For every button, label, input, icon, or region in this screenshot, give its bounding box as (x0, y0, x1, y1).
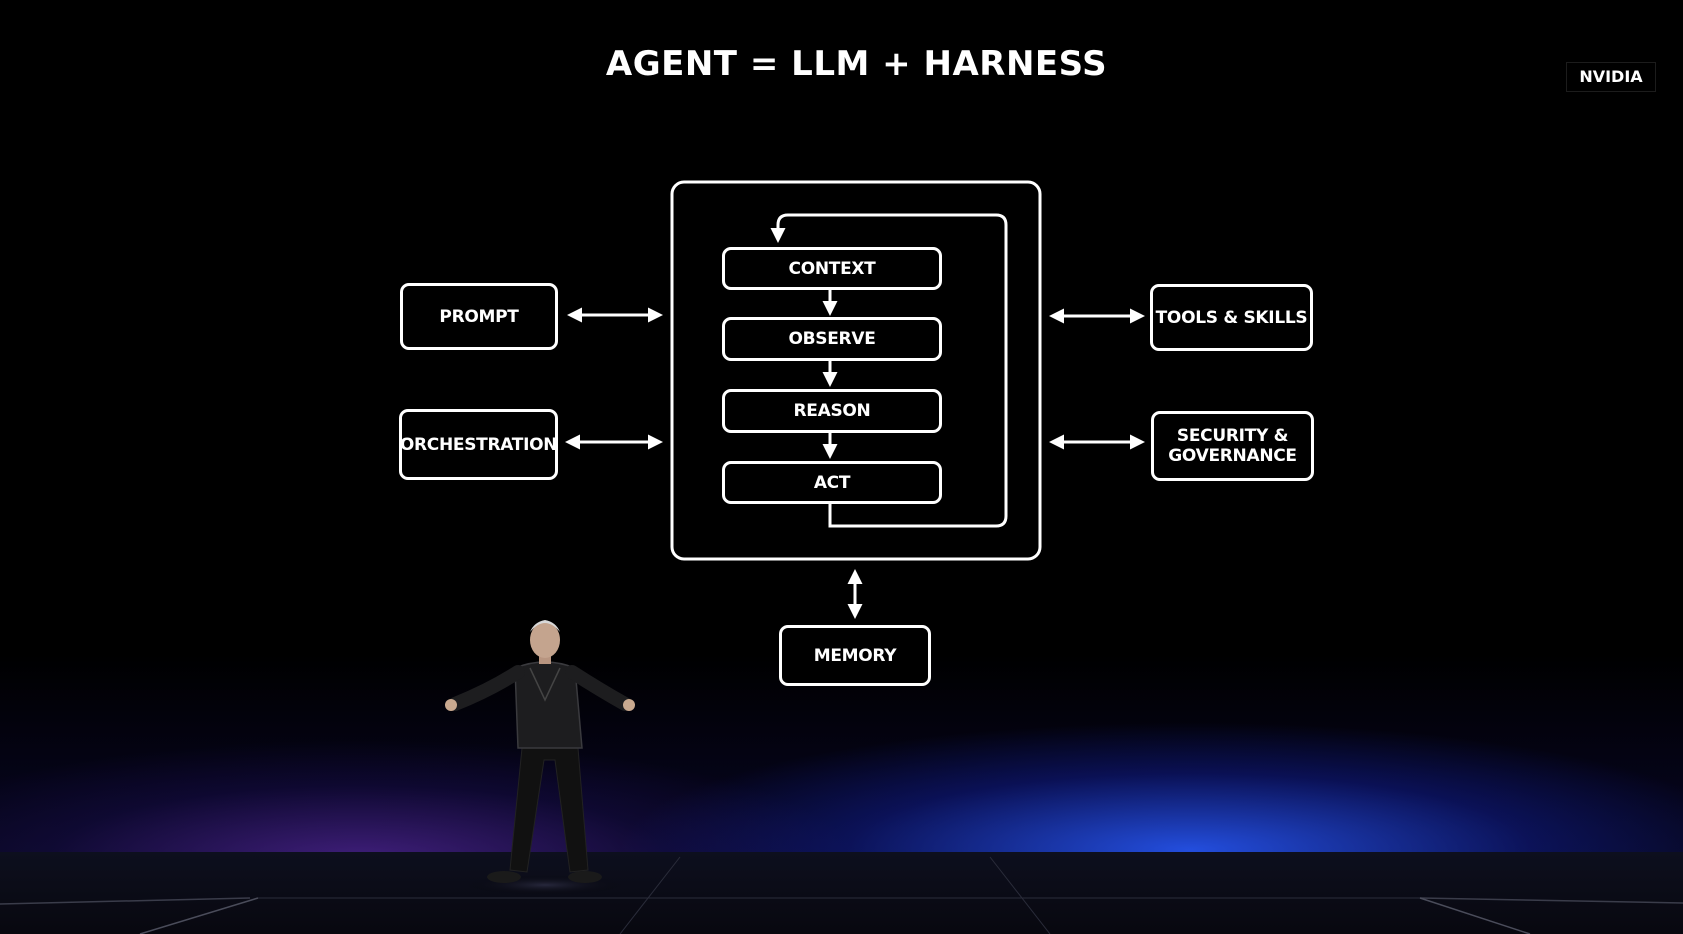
harness-frame (670, 180, 1042, 561)
act-box: ACT (722, 461, 942, 504)
slide-title: AGENT = LLM + HARNESS (605, 44, 1108, 84)
prompt-box: PROMPT (400, 283, 558, 350)
security-governance-box: SECURITY & GOVERNANCE (1151, 411, 1314, 481)
tools-skills-box: TOOLS & SKILLS (1150, 284, 1313, 351)
nvidia-logo: NVIDIA (1566, 62, 1656, 92)
reason-box: REASON (722, 389, 942, 433)
loop-return-line (770, 213, 1008, 528)
observe-box: OBSERVE (722, 317, 942, 361)
memory-box: MEMORY (779, 625, 931, 686)
context-box: CONTEXT (722, 247, 942, 290)
stage-floor (0, 852, 1683, 934)
security-governance-label: SECURITY & GOVERNANCE (1168, 426, 1297, 466)
orchestration-box: ORCHESTRATION (399, 409, 558, 480)
